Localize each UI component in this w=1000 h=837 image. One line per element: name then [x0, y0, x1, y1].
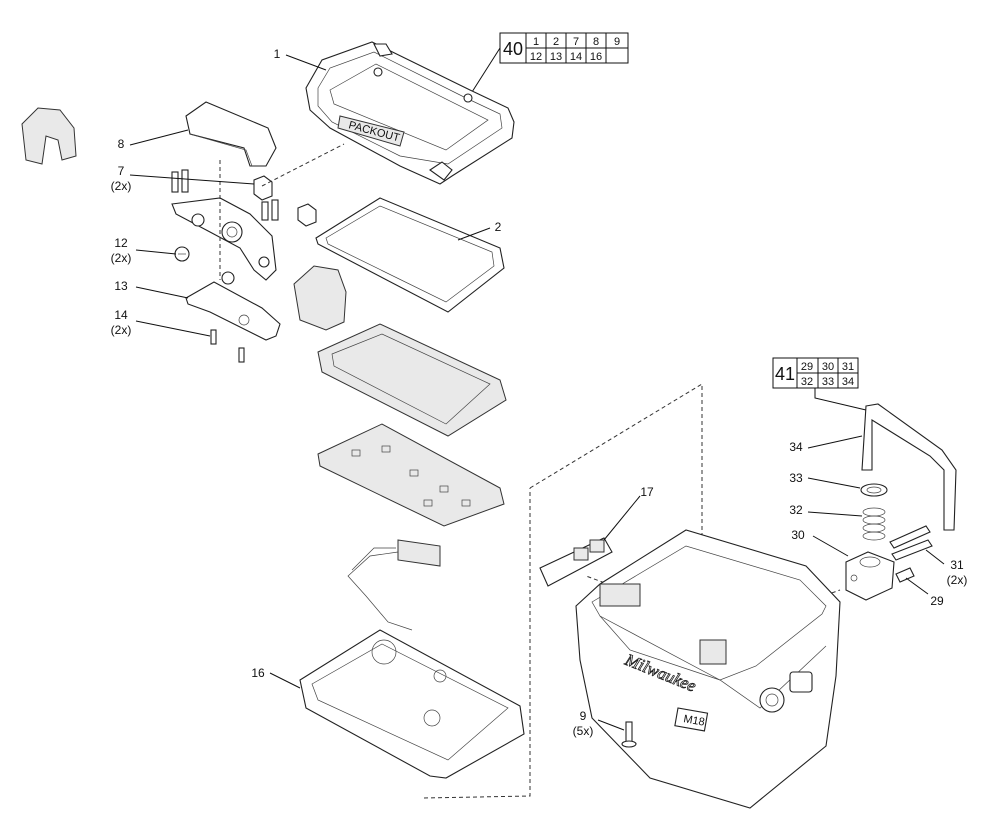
kit-part: 16: [590, 51, 602, 63]
wiring-harness-part: [347, 539, 441, 631]
callout-9: 9: [580, 709, 587, 723]
callout-13: 13: [114, 279, 128, 293]
callout-29: 29: [930, 594, 944, 608]
callout-1: 1: [274, 47, 281, 61]
callout-33: 33: [789, 471, 803, 485]
kit-number: 41: [775, 364, 795, 384]
kit-part: 8: [593, 36, 599, 48]
kit-number: 40: [503, 39, 523, 59]
screw-12-part: [174, 246, 190, 262]
latch-block-part: [171, 169, 317, 227]
kit-part: 14: [570, 51, 582, 63]
callout-2: 2: [495, 220, 502, 234]
callout-12: 12: [114, 236, 128, 250]
callout-7-qty: (2x): [111, 179, 132, 193]
latch-assembly-part: [171, 197, 277, 281]
platform-badge: M18: [674, 707, 709, 732]
callout-34: 34: [789, 440, 803, 454]
kit-part: 1: [533, 36, 539, 48]
spring-part: [862, 507, 886, 541]
strap-cap-ghost: [293, 265, 347, 331]
callout-14-qty: (2x): [111, 323, 132, 337]
kit-part: 9: [614, 36, 620, 48]
kit-part: 12: [530, 51, 542, 63]
callout-17: 17: [640, 485, 654, 499]
callout-14: 14: [114, 308, 128, 322]
svg-text:M18: M18: [682, 713, 705, 729]
kit-table-41: 41 29 30 31 32 33 34: [772, 357, 867, 411]
callout-8: 8: [118, 137, 125, 151]
kit-part: 29: [801, 361, 813, 373]
callout-32: 32: [789, 503, 803, 517]
callout-leaders: [129, 54, 945, 731]
latch-cover-part: [185, 101, 277, 167]
callout-7: 7: [118, 164, 125, 178]
kit-part: 13: [550, 51, 562, 63]
circuit-board-part: [317, 423, 505, 527]
callout-9-qty: (5x): [573, 724, 594, 738]
kit-part: 34: [842, 376, 854, 388]
kit-part: 30: [822, 361, 834, 373]
kit-part: 32: [801, 376, 813, 388]
callout-16: 16: [251, 666, 265, 680]
handle-part: [861, 403, 957, 531]
pin-31-part: [889, 525, 933, 561]
kit-part: 33: [822, 376, 834, 388]
kit-part: 31: [842, 361, 854, 373]
callout-31-qty: (2x): [947, 573, 968, 587]
latch-base-part: [185, 271, 281, 341]
pin-29-part: [895, 567, 915, 583]
screw-14-part: [210, 329, 245, 363]
callout-31: 31: [950, 558, 964, 572]
battery-housing-part: Milwaukee M18: [575, 529, 841, 809]
seal-gasket-part: [315, 197, 505, 313]
hinge-block-part: [845, 551, 895, 601]
fuel-gauge-button: [759, 687, 785, 713]
callout-labels: 1 2 7 (2x) 8 9 (5x) 12 (2x) 13 14 (2x) 1…: [111, 47, 968, 738]
base-plate-part: [299, 629, 525, 779]
washer-part: [860, 483, 888, 497]
kit-part: 2: [553, 36, 559, 48]
screw-9-part: [621, 721, 637, 748]
callout-30: 30: [791, 528, 805, 542]
kit-table-40: 40 1 2 7 8 9 12 13 14 16: [471, 32, 629, 93]
lid-part: PACKOUT: [305, 41, 515, 185]
callout-12-qty: (2x): [111, 251, 132, 265]
inner-frame-part: [317, 323, 507, 437]
kit-part: 7: [573, 36, 579, 48]
latch-cap-ghost: [21, 107, 77, 165]
contact-block-part: [539, 537, 613, 587]
